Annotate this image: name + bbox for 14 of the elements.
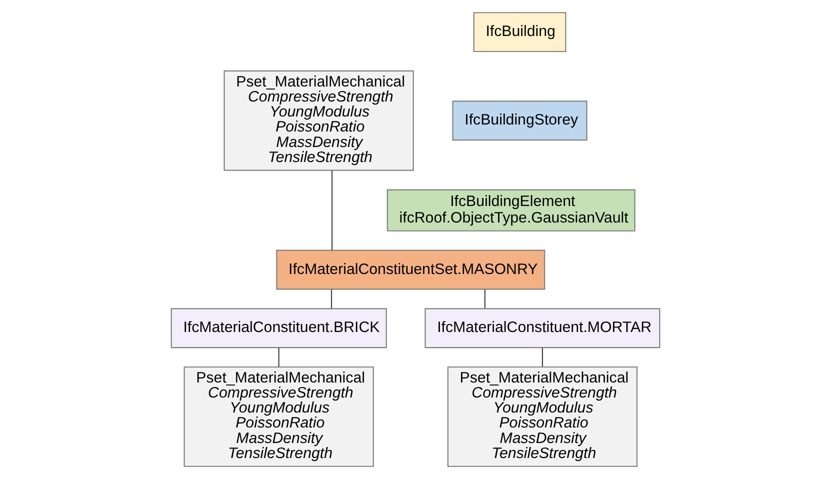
node-box: IfcBuildingStorey: [452, 100, 587, 141]
connector: [484, 290, 485, 308]
node-box: IfcBuildingElement ifcRoof.ObjectType.GaussianVault: [386, 189, 635, 232]
node-box: IfcMaterialConstituentSet.MASONRY: [276, 250, 545, 290]
node-box: Pset_MaterialMechanical CompressiveStrength YoungModulus PoissonRatio MassDensity TensileStrength: [183, 366, 374, 467]
connector: [541, 348, 542, 367]
node-box: IfcMaterialConstituent.MORTAR: [424, 308, 660, 348]
node-box: Pset_MaterialMechanical CompressiveStrength YoungModulus PoissonRatio MassDensity TensileStrength: [446, 366, 638, 467]
connector: [331, 170, 332, 250]
node-box: IfcBuilding: [472, 12, 566, 52]
node-box: IfcMaterialConstituent.BRICK: [170, 308, 386, 348]
connector: [278, 348, 279, 367]
node-box: Pset_MaterialMechanical CompressiveStrength YoungModulus PoissonRatio MassDensity TensileStrength: [223, 70, 414, 171]
connector: [330, 290, 332, 308]
